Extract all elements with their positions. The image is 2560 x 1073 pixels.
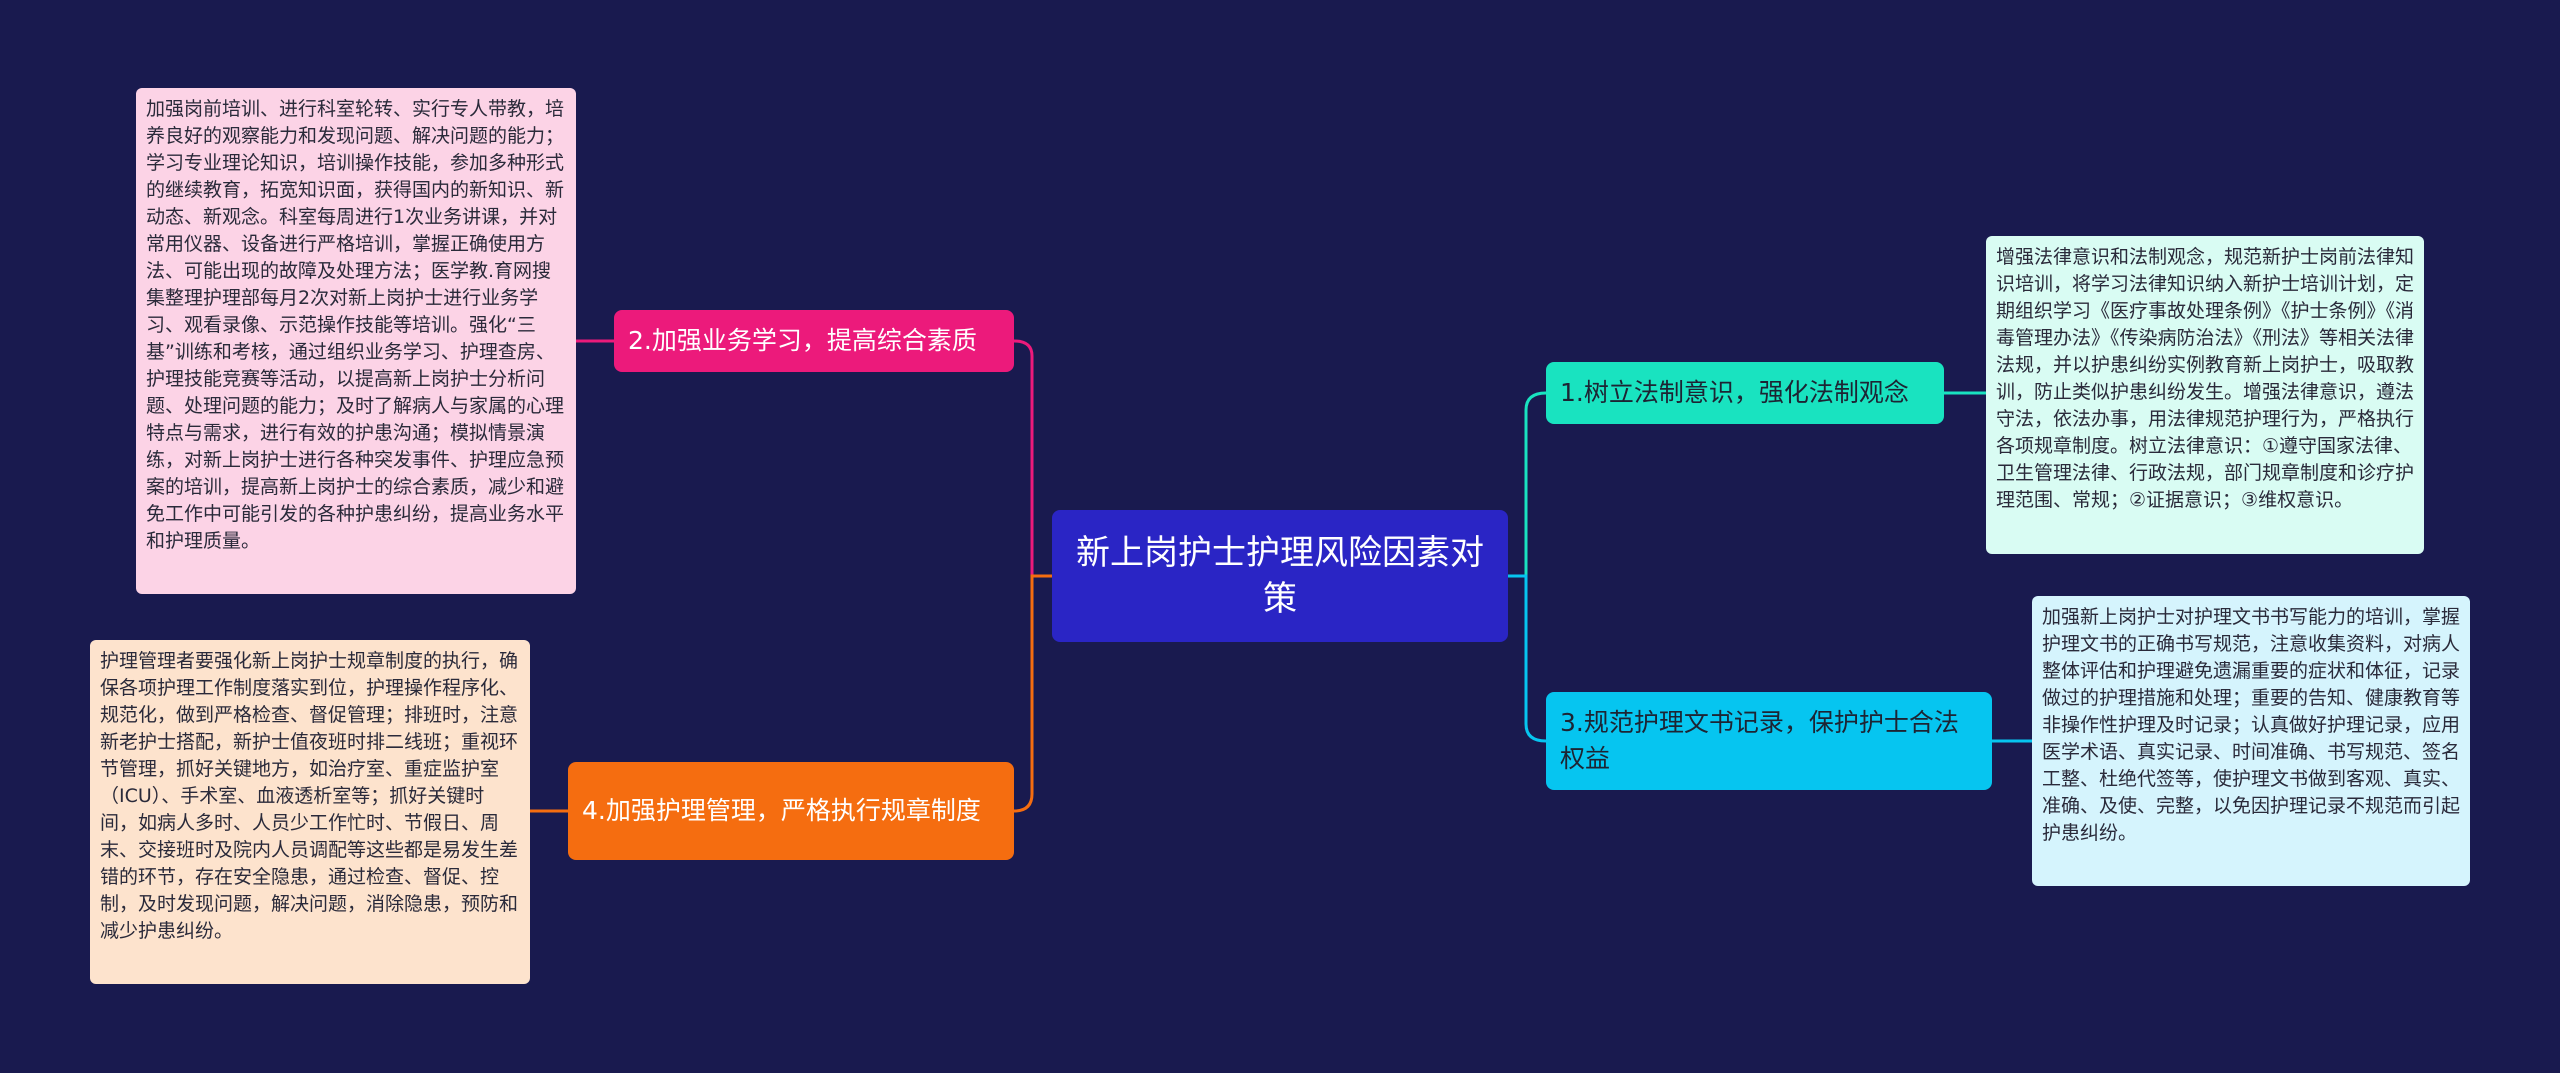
branch-2-label: 2.加强业务学习，提高综合素质 <box>628 326 977 355</box>
branch-3-label: 3.规范护理文书记录，保护护士合法权益 <box>1560 708 1959 773</box>
leaf-node-2[interactable]: 加强岗前培训、进行科室轮转、实行专人带教，培养良好的观察能力和发现问题、解决问题… <box>136 88 576 594</box>
leaf-node-1[interactable]: 增强法律意识和法制观念，规范新护士岗前法律知识培训，将学习法律知识纳入新护士培训… <box>1986 236 2424 554</box>
leaf-4-text: 护理管理者要强化新上岗护士规章制度的执行，确保各项护理工作制度落实到位，护理操作… <box>100 650 519 942</box>
edge-root-b3 <box>1508 574 1547 743</box>
branch-1-label: 1.树立法制意识，强化法制观念 <box>1560 378 1909 407</box>
leaf-1-text: 增强法律意识和法制观念，规范新护士岗前法律知识培训，将学习法律知识纳入新护士培训… <box>1996 246 2415 511</box>
branch-node-3[interactable]: 3.规范护理文书记录，保护护士合法权益 <box>1546 692 1992 790</box>
leaf-3-text: 加强新上岗护士对护理文书书写能力的培训，掌握护理文书的正确书写规范，注意收集资料… <box>2042 606 2461 844</box>
leaf-node-3[interactable]: 加强新上岗护士对护理文书书写能力的培训，掌握护理文书的正确书写规范，注意收集资料… <box>2032 596 2470 886</box>
edge-root-b4 <box>1013 574 1052 813</box>
root-label: 新上岗护士护理风险因素对策 <box>1076 533 1484 619</box>
branch-node-1[interactable]: 1.树立法制意识，强化法制观念 <box>1546 362 1944 424</box>
branch-node-2[interactable]: 2.加强业务学习，提高综合素质 <box>614 310 1014 372</box>
root-node[interactable]: 新上岗护士护理风险因素对策 <box>1052 510 1508 642</box>
leaf-node-4[interactable]: 护理管理者要强化新上岗护士规章制度的执行，确保各项护理工作制度落实到位，护理操作… <box>90 640 530 984</box>
edge-root-b1 <box>1508 391 1547 578</box>
branch-node-4[interactable]: 4.加强护理管理，严格执行规章制度 <box>568 762 1014 860</box>
leaf-2-text: 加强岗前培训、进行科室轮转、实行专人带教，培养良好的观察能力和发现问题、解决问题… <box>146 98 565 552</box>
branch-4-label: 4.加强护理管理，严格执行规章制度 <box>582 796 981 825</box>
edge-root-b2 <box>1013 339 1052 578</box>
